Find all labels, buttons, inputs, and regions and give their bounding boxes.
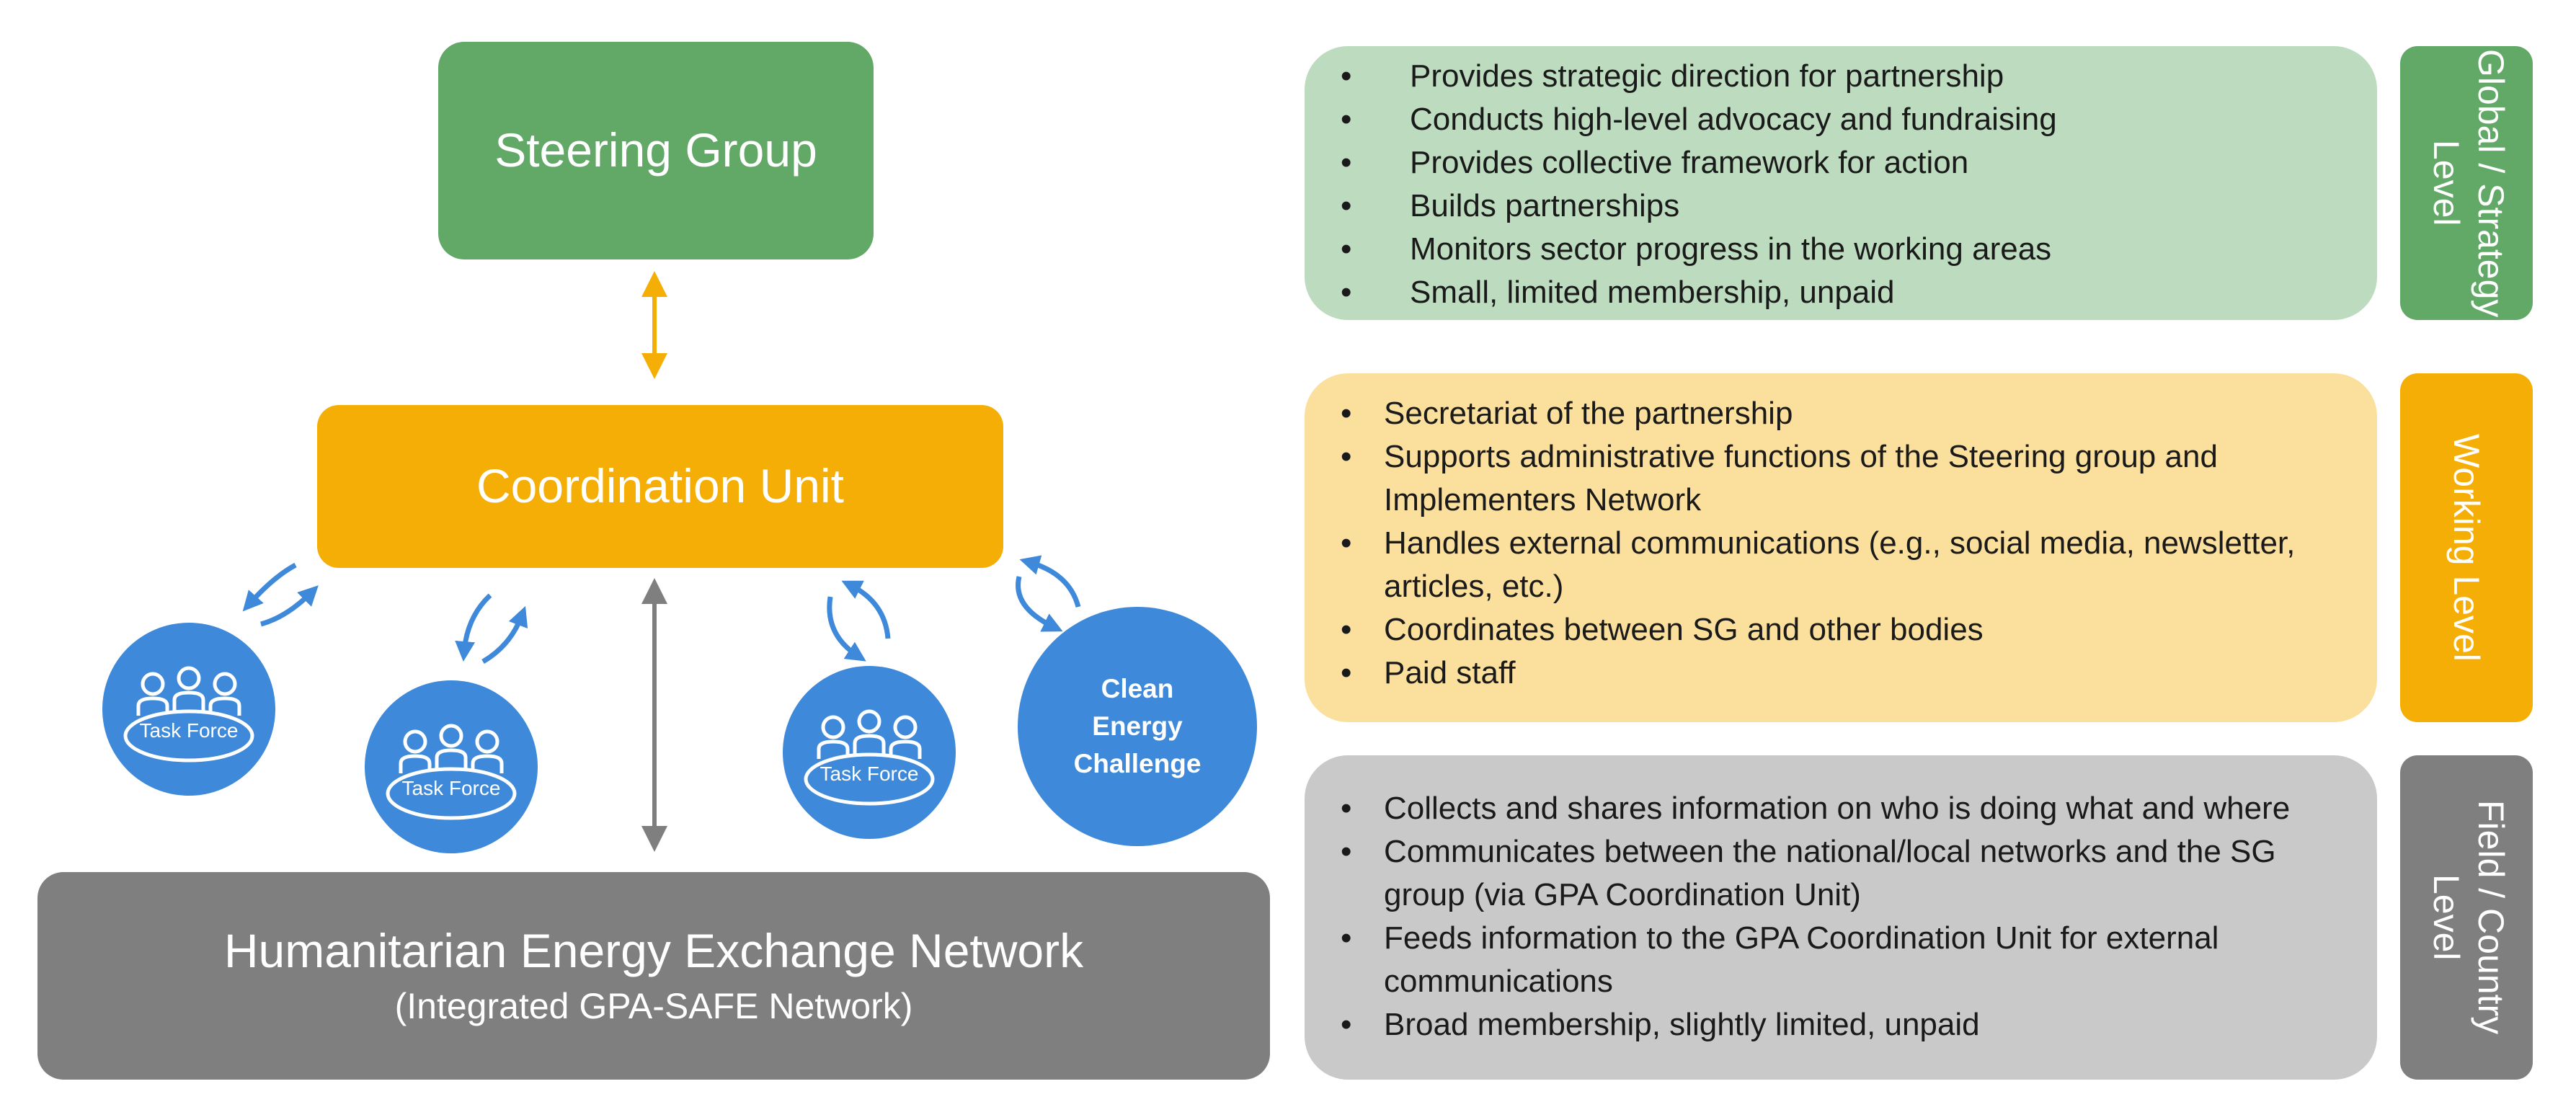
global-bullet: Provides strategic direction for partner… [1341, 55, 2348, 98]
team-icon [804, 709, 935, 806]
clean-energy-challenge-label: Clean Energy Challenge [1074, 670, 1202, 782]
global-bullet-list: Provides strategic direction for partner… [1341, 55, 2348, 314]
task-force-label: Task Force [401, 777, 501, 799]
team-icon [386, 724, 517, 820]
cec-line-3: Challenge [1073, 748, 1202, 778]
field-bullet-list: Collects and shares information on who i… [1341, 787, 2348, 1046]
field-bullet: Broad membership, slightly limited, unpa… [1341, 1003, 2348, 1046]
working-level-label: Working Level [2446, 434, 2487, 662]
working-description-panel: Secretariat of the partnership Supports … [1305, 373, 2377, 722]
global-level-label: Global / Strategy Level [2426, 48, 2511, 318]
global-bullet: Monitors sector progress in the working … [1341, 228, 2348, 271]
global-level-tab: Global / Strategy Level [2400, 46, 2533, 320]
clean-energy-challenge-circle: Clean Energy Challenge [1018, 607, 1257, 846]
task-force-circle-3: Task Force [783, 666, 956, 839]
working-bullet: Coordinates between SG and other bodies [1341, 608, 2348, 652]
global-bullet: Small, limited membership, unpaid [1341, 271, 2348, 314]
team-icon [123, 666, 254, 763]
task-force-circle-2: Task Force [365, 680, 538, 853]
field-description-panel: Collects and shares information on who i… [1305, 755, 2377, 1080]
cec-line-1: Clean [1101, 674, 1174, 704]
coordination-unit-title: Coordination Unit [476, 459, 844, 513]
task-force-3-exchange-arrows [827, 580, 891, 662]
working-bullet: Supports administrative functions of the… [1341, 435, 2348, 522]
global-bullet: Conducts high-level advocacy and fundrai… [1341, 98, 2348, 141]
field-bullet: Communicates between the national/local … [1341, 830, 2348, 917]
working-bullet-list: Secretariat of the partnership Supports … [1341, 392, 2348, 695]
steering-group-title: Steering Group [494, 123, 817, 177]
coordination-unit-box: Coordination Unit [317, 405, 1003, 568]
working-bullet: Paid staff [1341, 652, 2348, 695]
working-bullet: Secretariat of the partnership [1341, 392, 2348, 435]
task-force-1-exchange-arrows [242, 562, 319, 627]
network-box: Humanitarian Energy Exchange Network (In… [37, 872, 1270, 1080]
task-force-2-exchange-arrows [455, 593, 528, 665]
network-title: Humanitarian Energy Exchange Network [223, 924, 1084, 978]
field-bullet: Feeds information to the GPA Coordinatio… [1341, 917, 2348, 1003]
working-level-tab: Working Level [2400, 373, 2533, 722]
cec-line-2: Energy [1092, 711, 1183, 742]
clean-energy-exchange-arrows [1016, 555, 1081, 632]
task-force-label: Task Force [139, 719, 239, 742]
field-bullet: Collects and shares information on who i… [1341, 787, 2348, 830]
field-level-label: Field / Country Level [2426, 800, 2511, 1035]
working-bullet: Handles external communications (e.g., s… [1341, 522, 2348, 608]
global-description-panel: Provides strategic direction for partner… [1305, 46, 2377, 320]
task-force-label: Task Force [820, 763, 919, 785]
task-force-circle-1: Task Force [102, 623, 275, 796]
steering-group-box: Steering Group [438, 42, 874, 259]
network-subtitle: (Integrated GPA-SAFE Network) [394, 985, 913, 1026]
field-level-tab: Field / Country Level [2400, 755, 2533, 1080]
global-bullet: Provides collective framework for action [1341, 141, 2348, 185]
global-bullet: Builds partnerships [1341, 185, 2348, 228]
